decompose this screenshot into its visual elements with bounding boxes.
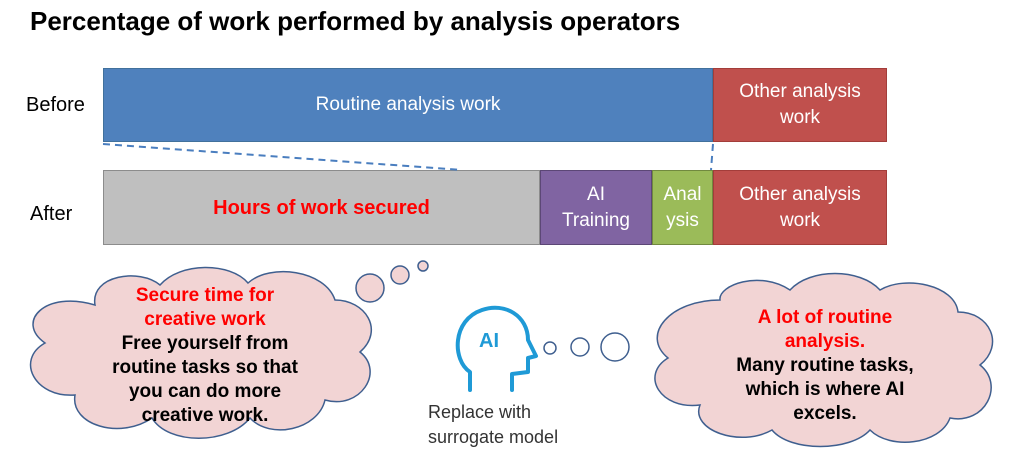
right-bubble-headline-line2: analysis. — [784, 331, 866, 352]
dashed-connectors — [102, 143, 714, 171]
before-other-segment: Other analysis work — [713, 68, 887, 142]
left-bubble-body-line1: Free yourself from — [121, 333, 289, 354]
ai-icon-text: AI — [479, 330, 499, 352]
row-label-after: After — [30, 203, 73, 225]
right-bubble-body-line3: excels. — [793, 403, 857, 424]
left-bubble-body-line4: creative work. — [141, 405, 269, 426]
before-other-label-line1: Other analysis — [739, 81, 861, 102]
after-analysis-line2: ysis — [666, 209, 699, 231]
right-trail-circle-small — [543, 341, 557, 355]
after-other-label-line1: Other analysis — [739, 183, 861, 205]
after-analysis-line1: Anal — [663, 183, 702, 205]
connector-right — [710, 143, 714, 171]
left-trail-circle-medium — [390, 265, 410, 285]
left-bubble-body-line3: you can do more — [128, 381, 282, 402]
after-other-segment: Other analysis work — [713, 170, 887, 245]
after-ai-training-line2: Training — [562, 209, 630, 231]
before-routine-segment: Routine analysis work — [103, 68, 713, 142]
right-bubble-text: A lot of routine analysis. Many routine … — [690, 306, 960, 426]
ai-head-icon — [455, 305, 538, 392]
row-label-before: Before — [26, 94, 85, 116]
left-thought-bubble — [29, 260, 429, 439]
after-secured-label: Hours of work secured — [213, 196, 430, 219]
right-trail-circle-medium — [570, 337, 590, 357]
connector-left — [102, 143, 463, 171]
left-bubble-body-line2: routine tasks so that — [112, 357, 298, 378]
left-cloud-shape — [29, 266, 373, 439]
after-other-label-line2: work — [779, 209, 821, 231]
right-bubble-body-line2: which is where AI — [745, 379, 905, 400]
left-trail-circle-small — [417, 260, 429, 272]
after-ai-training-segment: AI Training — [540, 170, 652, 245]
right-trail-circle-large — [600, 332, 630, 362]
left-bubble-headline-line2: creative work — [144, 309, 266, 330]
left-bubble-headline-line1: Secure time for — [135, 285, 275, 306]
after-analysis-segment: Anal ysis — [652, 170, 713, 245]
before-routine-label: Routine analysis work — [315, 94, 501, 115]
after-ai-training-line1: AI — [587, 183, 605, 205]
right-thought-bubble — [543, 272, 994, 448]
page-title: Percentage of work performed by analysis… — [30, 6, 681, 36]
before-other-label-line2: work — [779, 107, 821, 128]
after-secured-segment: Hours of work secured — [103, 170, 540, 245]
right-bubble-body-line1: Many routine tasks, — [736, 355, 914, 376]
right-bubble-headline-line1: A lot of routine — [757, 307, 893, 328]
right-cloud-shape — [654, 272, 994, 448]
left-bubble-text: Secure time for creative work Free yours… — [70, 284, 340, 428]
replace-caption: Replace with surrogate model — [428, 402, 559, 447]
left-trail-circle-large — [355, 273, 385, 303]
